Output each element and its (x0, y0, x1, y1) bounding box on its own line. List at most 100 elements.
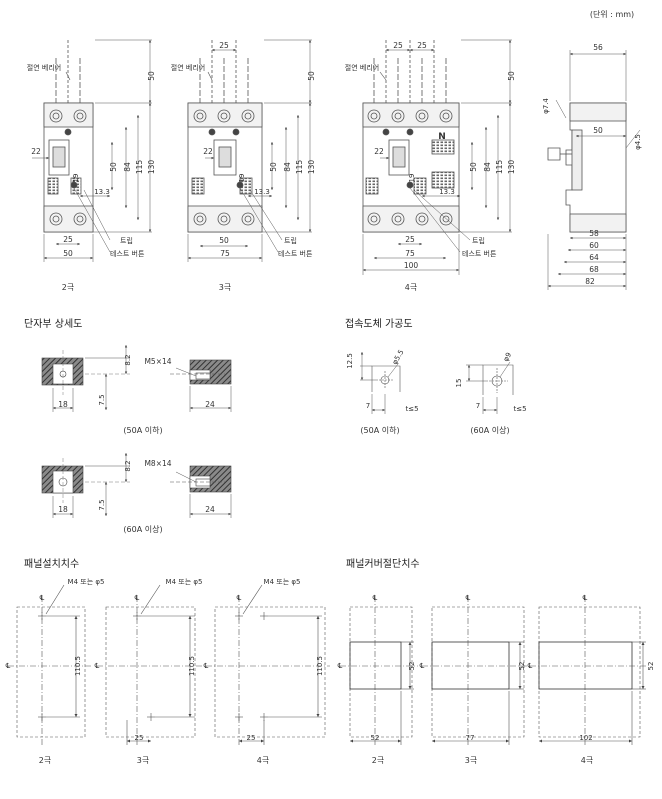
conductor-50a (360, 352, 401, 414)
breaker-3p-front-view (187, 40, 263, 233)
terminal-detail-60a (41, 453, 232, 518)
panel-mount-3p (97, 584, 202, 745)
dim-term-top-75: 7.5 (98, 394, 106, 405)
conductor-60a (466, 361, 514, 414)
trip-label-2p: 트립 (120, 237, 133, 245)
panel-cutout-2p (340, 596, 418, 745)
dim-cut-3p-77: 77 (466, 734, 475, 742)
dim-3p-84: 84 (283, 162, 292, 172)
dim-2p-13-3: 13.3 (94, 188, 110, 196)
dim-term-top-82: 8.2 (124, 354, 132, 365)
screw-bot-label: M8×14 (144, 459, 171, 468)
dim-3p-25: 25 (219, 41, 229, 50)
caption-2p: 2극 (62, 283, 74, 292)
dim-3p-75: 75 (220, 249, 230, 258)
dim-side-phi45: φ4.5 (634, 134, 642, 150)
dim-cond-phi55: φ5.5 (391, 348, 406, 366)
dim-4p-115: 115 (495, 160, 504, 175)
dim-term-bot-24: 24 (205, 505, 215, 514)
panel-cutout-4p (530, 596, 648, 745)
dim-cut-3p-52h: 52 (518, 662, 526, 671)
panel-mount-2p (8, 584, 92, 745)
caption-4p: 4극 (405, 283, 417, 292)
dim-term-bot-18: 18 (58, 505, 68, 514)
dim-4p-13-3: 13.3 (439, 188, 455, 196)
dim-mount-2p-1105: 110.5 (74, 656, 82, 676)
dim-side-64: 64 (589, 253, 599, 262)
dim-4p-100: 100 (404, 261, 419, 270)
breaker-2p-front-view (43, 40, 94, 233)
dim-4p-75: 75 (405, 249, 415, 258)
dim-side-58: 58 (589, 229, 599, 238)
dim-3p-115: 115 (295, 160, 304, 175)
caption-cond-right: (60A 이상) (470, 425, 509, 435)
dim-4p-19: 19 (408, 174, 416, 183)
dim-3p-19: 19 (238, 174, 246, 183)
dim-side-82: 82 (585, 277, 595, 286)
dim-2p-50top: 50 (147, 71, 156, 81)
test-label-3p: 테스트 버튼 (278, 249, 313, 258)
dim-cond-left-7: 7 (366, 402, 370, 410)
screw-label-3p: M4 또는 φ5 (166, 578, 203, 586)
dim-side-50: 50 (593, 126, 603, 135)
panel-cutout-3p (422, 596, 530, 745)
caption-cut-2p: 2극 (372, 756, 384, 765)
caption-cut-3p: 3극 (465, 756, 477, 765)
dim-mount-4p-25: 25 (247, 734, 256, 742)
dim-4p-25b: 25 (417, 41, 427, 50)
caption-mount-2p: 2극 (39, 756, 51, 765)
trip-label-4p: 트립 (472, 237, 485, 245)
caption-cut-4p: 4극 (581, 756, 593, 765)
dim-4p-84: 84 (483, 162, 492, 172)
dim-2p-50: 50 (63, 249, 73, 258)
cl-mark-4p: ℄ (204, 662, 209, 670)
dim-cut-4p-102: 102 (579, 734, 592, 742)
unit-note: (단위 : mm) (590, 9, 634, 19)
cl-mark-cut-3p: ℄ (420, 662, 425, 670)
caption-mount-4p: 4극 (257, 756, 269, 765)
cl-mark-3p: ℄ (95, 662, 100, 670)
dim-2p-22: 22 (31, 147, 41, 156)
breaker-4p-front-view (362, 40, 460, 233)
panel-cutout-title: 패널커버절단치수 (346, 557, 420, 570)
cl-mark-cut-4p-top: ℄ (583, 594, 588, 602)
screw-label-4p: M4 또는 φ5 (264, 578, 301, 586)
dim-cond-15: 15 (455, 379, 463, 388)
screw-label-2p: M4 또는 φ5 (68, 578, 105, 586)
caption-mount-3p: 3극 (137, 756, 149, 765)
cl-mark-cut-3p-top: ℄ (466, 594, 471, 602)
dim-3p-50: 50 (219, 236, 229, 245)
caption-term-top: (50A 이하) (123, 425, 162, 435)
dim-side-68: 68 (589, 265, 599, 274)
terminal-detail-title: 단자부 상세도 (24, 318, 82, 330)
dim-3p-22: 22 (203, 147, 213, 156)
screw-top-label: M5×14 (144, 357, 171, 366)
test-label-2p: 테스트 버튼 (110, 249, 145, 258)
dim-4p-25a: 25 (393, 41, 403, 50)
cond-left-thickness: t≤5 (405, 405, 418, 413)
dim-3p-50h: 50 (269, 162, 278, 172)
test-label-4p: 테스트 버튼 (462, 249, 497, 258)
dim-term-bot-75: 7.5 (98, 499, 106, 510)
dim-cut-2p-52w: 52 (371, 734, 380, 742)
dim-2p-25: 25 (63, 235, 73, 244)
dim-mount-4p-1105: 110.5 (316, 656, 324, 676)
cl-mark-3p-top: ℄ (135, 594, 140, 602)
barrier-label-4p: 절연 베리어 (345, 63, 379, 72)
caption-term-bot: (60A 이상) (123, 524, 162, 534)
cl-mark-2p: ℄ (6, 662, 11, 670)
dim-2p-115: 115 (135, 160, 144, 175)
dim-side-phi74: φ7.4 (542, 98, 550, 114)
dim-3p-130: 130 (307, 160, 316, 175)
cl-mark-2p-top: ℄ (40, 594, 45, 602)
dim-4p-50top: 50 (507, 71, 516, 81)
dim-side-56: 56 (593, 43, 603, 52)
dim-cut-2p-52h: 52 (408, 662, 416, 671)
dim-4p-50h: 50 (469, 162, 478, 172)
dim-4p-130: 130 (507, 160, 516, 175)
panel-mount-4p (206, 584, 330, 745)
dim-cond-phi9: φ9 (502, 351, 513, 363)
neutral-mark: N (438, 132, 446, 142)
dim-term-top-24: 24 (205, 400, 215, 409)
